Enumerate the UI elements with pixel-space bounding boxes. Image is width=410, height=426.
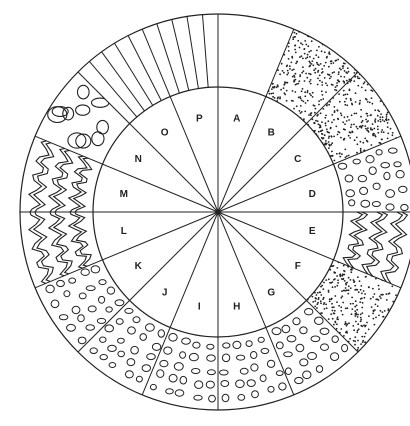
sector-label-j: J: [162, 287, 168, 298]
sector-label-h: H: [233, 302, 240, 313]
ring-segment-f-texture: [307, 262, 397, 353]
sector-divider: [218, 212, 294, 395]
ring-segment-i-texture: [150, 334, 215, 403]
sector-label-k: K: [135, 261, 143, 272]
ring-segment-b-texture: [265, 31, 357, 122]
sector-divider: [218, 29, 294, 212]
sector-label-n: N: [135, 154, 142, 165]
sector-divider: [218, 212, 401, 288]
center-point: [216, 210, 220, 214]
ring-segment-k-texture: [46, 266, 124, 344]
sector-label-c: C: [294, 154, 301, 165]
sector-label-e: E: [309, 226, 316, 237]
sector-divider: [142, 29, 218, 212]
sector-label-i: I: [198, 302, 201, 313]
sector-label-b: B: [268, 128, 275, 139]
ring-segment-n-texture: [48, 85, 109, 148]
sector-label-g: G: [267, 287, 275, 298]
sector-label-a: A: [233, 113, 240, 124]
sector-divider: [218, 72, 358, 212]
sector-label-f: F: [295, 261, 301, 272]
ring-segment-p-texture: [157, 15, 208, 94]
ring-segment-o-texture: [89, 36, 161, 117]
ring-segment-c-texture: [307, 73, 397, 161]
ring-segment-h-texture: [220, 337, 287, 402]
sector-label-l: L: [121, 226, 127, 237]
sector-label-m: M: [120, 189, 128, 200]
sector-label-d: D: [309, 189, 316, 200]
sector-label-p: P: [196, 113, 203, 124]
ring-segment-l-texture: [29, 206, 97, 286]
ring-segment-m-texture: [29, 138, 97, 218]
sector-divider: [218, 212, 358, 352]
ring-segment-e-texture: [343, 206, 407, 289]
sector-label-o: O: [161, 128, 169, 139]
sector-divider: [78, 72, 218, 212]
sector-divider: [142, 212, 218, 395]
